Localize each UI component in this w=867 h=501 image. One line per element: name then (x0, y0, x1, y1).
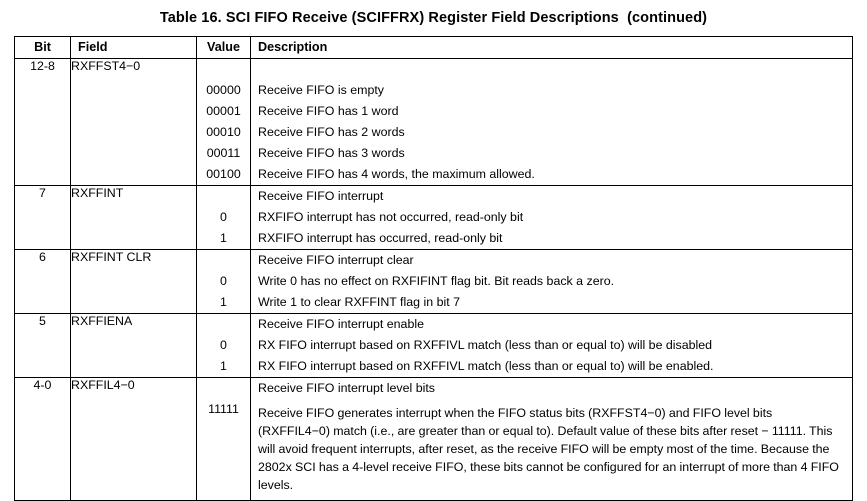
description-line: Write 0 has no effect on RXFIFINT flag b… (258, 274, 615, 288)
field-cell: RXFFINT (70, 185, 197, 250)
field-cell: RXFFIL4−0 (70, 377, 197, 501)
column-header-description: Description (250, 36, 853, 59)
value-line: 00001 (206, 104, 241, 118)
field-cell: RXFFINT CLR (70, 249, 197, 314)
description-cell: Receive FIFO interrupt level bits Receiv… (250, 377, 853, 501)
description-line: Receive FIFO has 1 word (258, 104, 399, 118)
table-row: 12-8 RXFFST4−0 00000 00001 00010 00011 0… (14, 58, 853, 186)
value-cell: 00000 00001 00010 00011 00100 (196, 58, 251, 186)
description-line: Receive FIFO has 4 words, the maximum al… (258, 167, 535, 181)
description-cell: Receive FIFO interrupt enable RX FIFO in… (250, 313, 853, 378)
description-line: Write 1 to clear RXFFINT flag in bit 7 (258, 295, 460, 309)
value-cell: 0 1 (196, 313, 251, 378)
bit-cell: 6 (14, 249, 71, 314)
table-title: Table 16. SCI FIFO Receive (SCIFFRX) Reg… (159, 10, 708, 26)
value-line: 0 (220, 210, 227, 224)
table-row: 7 RXFFINT 0 1 Receive FIFO interrupt RXF… (14, 185, 853, 250)
description-lead: Receive FIFO interrupt clear (258, 253, 414, 267)
description-cell: Receive FIFO is empty Receive FIFO has 1… (251, 59, 853, 186)
bit-cell: 7 (14, 185, 71, 250)
value-line: 0 (220, 338, 227, 352)
description-line: RXFIFO interrupt has not occurred, read-… (258, 210, 524, 224)
description-cell: Receive FIFO interrupt RXFIFO interrupt … (250, 185, 853, 250)
description-line: RXFIFO interrupt has occurred, read-only… (258, 231, 503, 245)
field-cell: RXFFIENA (70, 313, 197, 378)
description-line: Receive FIFO is empty (258, 83, 384, 97)
description-line: RX FIFO interrupt based on RXFFIVL match… (258, 359, 714, 373)
bit-cell: 12-8 (14, 58, 71, 186)
value-line: 11111 (208, 402, 239, 416)
bit-cell: 5 (14, 313, 71, 378)
description-cell: Receive FIFO interrupt clear Write 0 has… (250, 249, 853, 314)
value-line: 00010 (206, 125, 241, 139)
document-page: Table 16. SCI FIFO Receive (SCIFFRX) Reg… (14, 10, 853, 501)
description-lead: Receive FIFO interrupt level bits (258, 381, 435, 395)
value-line: 0 (220, 274, 227, 288)
value-line: 00011 (206, 146, 241, 160)
description-line: RX FIFO interrupt based on RXFFIVL match… (258, 338, 713, 352)
description-line: Receive FIFO has 2 words (258, 125, 405, 139)
value-line: 1 (220, 231, 227, 245)
value-line: 00100 (206, 167, 241, 181)
description-lead: Receive FIFO interrupt (258, 189, 384, 203)
column-header-field: Field (70, 36, 197, 59)
value-cell: 0 1 (196, 249, 251, 314)
table-header-row: Bit Field Value Description (14, 36, 853, 59)
value-line: 00000 (206, 83, 241, 97)
register-field-descriptions-table: Bit Field Value Description 12-8 RXFFST4… (14, 36, 853, 501)
table-row: 5 RXFFIENA 0 1 Receive FIFO interrupt en… (14, 313, 853, 378)
value-cell: 0 1 (196, 185, 251, 250)
value-line: 1 (220, 295, 227, 309)
bit-cell: 4-0 (14, 377, 71, 501)
table-row: 6 RXFFINT CLR 0 1 Receive FIFO interrupt… (14, 249, 853, 314)
column-header-bit: Bit (14, 36, 71, 59)
value-cell: 11111 (196, 377, 251, 501)
column-header-value: Value (196, 36, 251, 59)
description-line: Receive FIFO has 3 words (258, 146, 405, 160)
description-lead: Receive FIFO interrupt enable (258, 317, 424, 331)
table-body: 12-8 RXFFST4−0 00000 00001 00010 00011 0… (14, 58, 853, 501)
value-line: 1 (220, 359, 227, 373)
table-row: 4-0 RXFFIL4−0 11111 Receive FIFO interru… (14, 377, 853, 501)
description-paragraph: Receive FIFO generates interrupt when th… (258, 406, 839, 492)
field-cell: RXFFST4−0 (70, 58, 197, 186)
